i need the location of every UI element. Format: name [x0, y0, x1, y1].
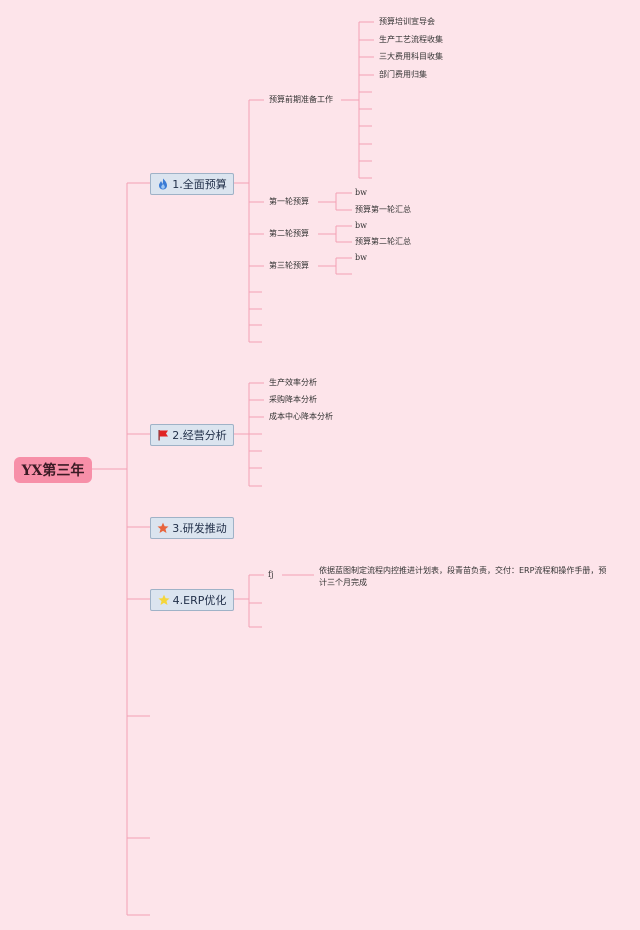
topic-erp-child[interactable]: fj: [268, 570, 274, 579]
topic-analysis-item[interactable]: 生产效率分析: [269, 378, 317, 387]
topic-round1-item[interactable]: bw: [355, 188, 367, 197]
topic-analysis-item[interactable]: 采购降本分析: [269, 395, 317, 404]
topic-prep-item[interactable]: 预算培训宣导会: [379, 17, 435, 26]
branch-erp-label: 4.ERP优化: [172, 594, 227, 607]
branch-budget[interactable]: 1.全面预算: [150, 173, 234, 195]
topic-erp-note[interactable]: 依据蓝图制定流程内控推进计划表，段青苗负责，交付：ERP流程和操作手册，预计三个…: [319, 566, 607, 587]
topic-prep-item[interactable]: 三大费用科目收集: [379, 52, 443, 61]
branch-analysis[interactable]: 2.经营分析: [150, 424, 234, 446]
branch-rnd[interactable]: 3.研发推动: [150, 517, 234, 539]
topic-round3-item[interactable]: bw: [355, 253, 367, 262]
branch-analysis-label: 2.经营分析: [172, 429, 227, 442]
root-node[interactable]: YX第三年: [14, 457, 92, 483]
topic-budget-prep[interactable]: 预算前期准备工作: [269, 95, 333, 104]
topic-prep-item[interactable]: 部门费用归集: [379, 70, 427, 79]
red-flag-icon: [158, 430, 169, 441]
flame-icon: [159, 178, 168, 190]
yellow-star-icon: [158, 594, 170, 605]
topic-round1[interactable]: 第一轮预算: [269, 197, 309, 206]
topic-round1-item[interactable]: 预算第一轮汇总: [355, 205, 411, 214]
branch-erp[interactable]: 4.ERP优化: [150, 589, 234, 611]
topic-round2-item[interactable]: bw: [355, 221, 367, 230]
branch-budget-label: 1.全面预算: [172, 178, 227, 191]
branch-rnd-label: 3.研发推动: [172, 522, 227, 535]
orange-star-icon: [157, 522, 169, 533]
topic-prep-item[interactable]: 生产工艺流程收集: [379, 35, 443, 44]
topic-round2-item[interactable]: 预算第二轮汇总: [355, 237, 411, 246]
topic-round2[interactable]: 第二轮预算: [269, 229, 309, 238]
topic-analysis-item[interactable]: 成本中心降本分析: [269, 412, 333, 421]
topic-round3[interactable]: 第三轮预算: [269, 261, 309, 270]
root-label: YX第三年: [21, 463, 85, 479]
